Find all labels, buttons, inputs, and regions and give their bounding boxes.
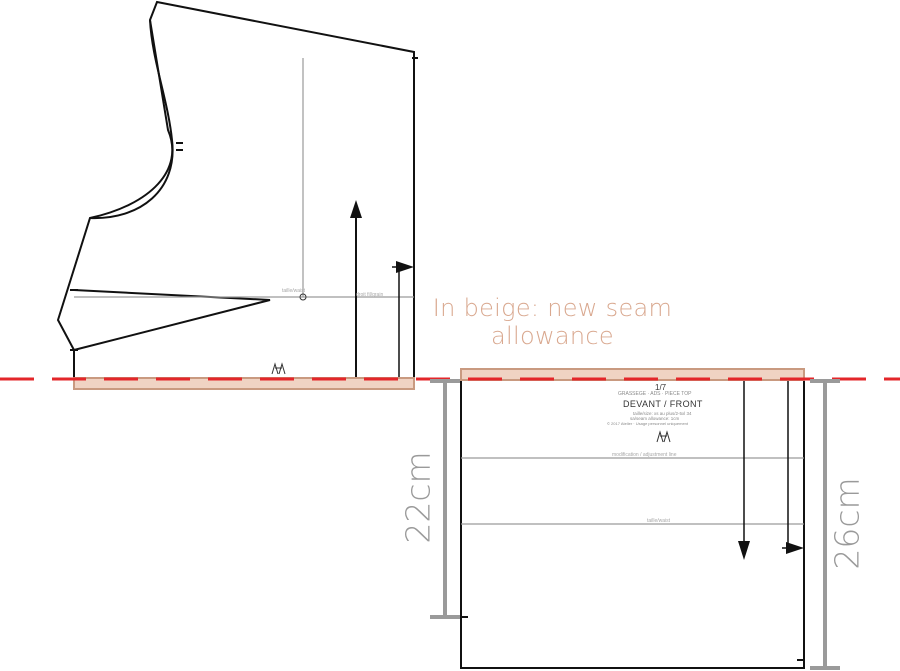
grain-line-label-top: droit fil/grain	[356, 292, 384, 298]
waist-line-label-top: taille/waist	[282, 288, 306, 294]
piece-count: 1/7	[655, 383, 667, 392]
fold-arrow-head	[396, 261, 414, 273]
caption-line-2: allowance	[491, 322, 614, 350]
seam-allowance-caption: In beige: new seam allowance	[430, 294, 675, 350]
bodice-upper-outline	[56, 0, 415, 387]
bodice-dart	[73, 289, 271, 351]
dimension-label-22: 22cm	[398, 451, 438, 544]
adjust-line-label: modification / adjustment line	[612, 452, 677, 458]
fold-arrow-head-lower	[786, 542, 804, 554]
grain-arrow-head-lower	[738, 541, 750, 560]
piece-copyright: © 2017 Atelier · Usage personnel uniquem…	[607, 421, 688, 426]
piece-size-line: taille/size: xs au plus/2-5xl 34	[633, 411, 692, 416]
piece-model: GRASSEGE · ADS · PIECE TOP	[618, 391, 692, 397]
piece-title: DEVANT / FRONT	[623, 399, 703, 409]
tree-symbol-icon	[271, 362, 286, 375]
dimension-label-26: 26cm	[827, 477, 867, 570]
piece-seam-line: sa/seam allowance: 1cm	[630, 416, 680, 421]
waist-line-label: taille/waist	[647, 518, 671, 524]
dimension-bar-22	[430, 379, 460, 619]
dimension-bar-26	[810, 379, 840, 670]
grain-arrow-head	[350, 200, 362, 218]
seam-allowance-upper	[73, 377, 415, 390]
armhole-curve	[89, 19, 174, 220]
bust-point	[299, 293, 307, 301]
tree-symbol-icon	[656, 430, 671, 443]
caption-line-1: In beige: new seam	[432, 294, 673, 322]
